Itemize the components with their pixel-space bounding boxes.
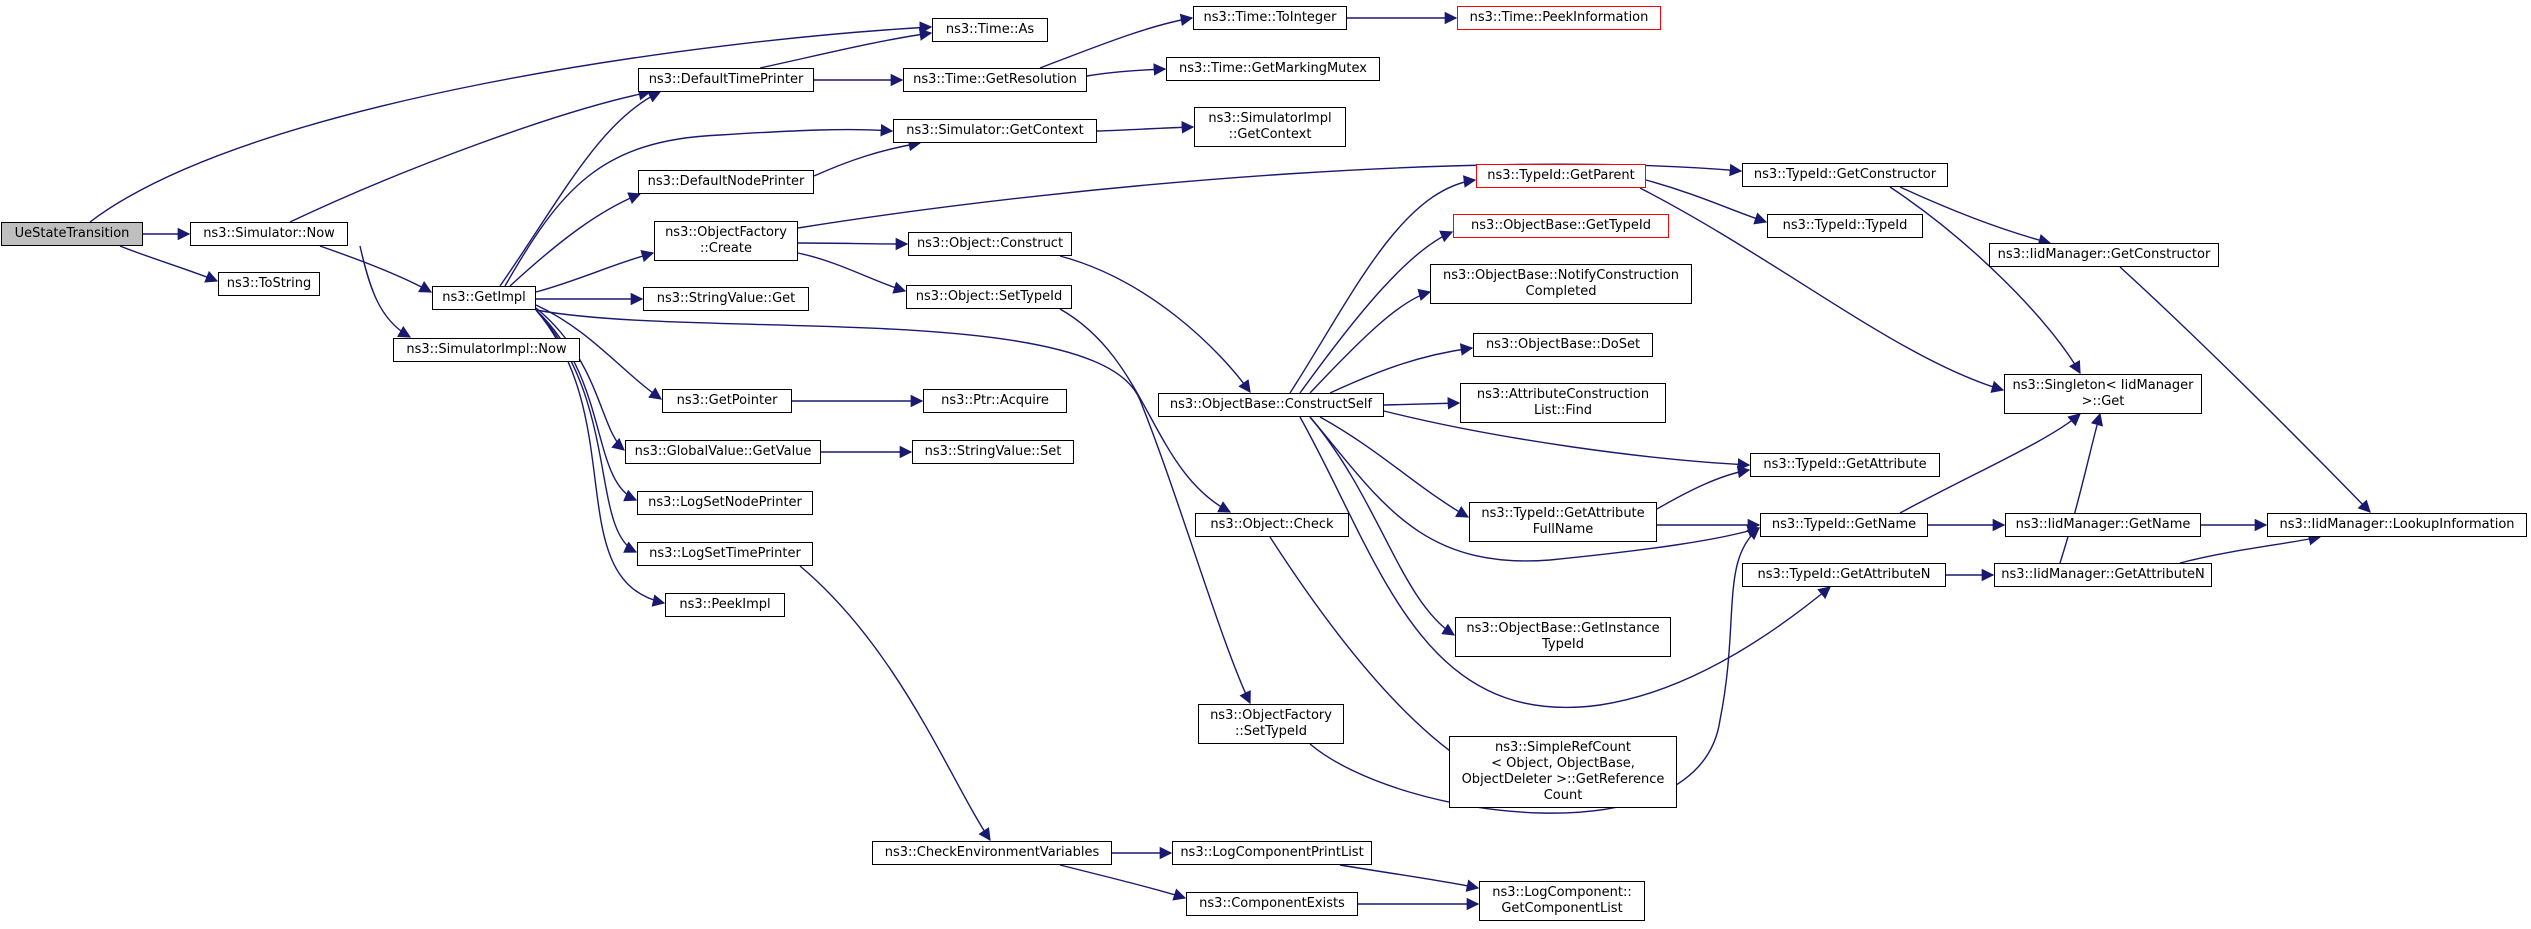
edge-objsettypeid-objcheck (1059, 308, 1232, 513)
edge-getres-tointeger (1039, 13, 1194, 69)
node-checkenvironmentvariables[interactable]: ns3::CheckEnvironmentVariables (872, 841, 1112, 865)
edge-objcheck-simplerefcount (1269, 536, 1472, 766)
edge-getimpl-deftimeprinter (499, 91, 662, 287)
node-logsettimeprinter[interactable]: ns3::LogSetTimePrinter (637, 542, 813, 566)
edge-getimpl-lognode (535, 309, 638, 502)
node-time-getmarkingmutex[interactable]: ns3::Time::GetMarkingMutex (1166, 57, 1380, 81)
node-uestatetransition: UeStateTransition (1, 222, 143, 246)
node-objectbase-constructself[interactable]: ns3::ObjectBase::ConstructSelf (1158, 393, 1384, 417)
node-peekimpl[interactable]: ns3::PeekImpl (665, 593, 785, 617)
node-time-tointeger[interactable]: ns3::Time::ToInteger (1193, 6, 1347, 30)
edge-simnow-deftimeprinter (289, 88, 652, 223)
node-typeid-typeid[interactable]: ns3::TypeId::TypeId (1767, 214, 1923, 238)
node-iidmanager-getconstructor[interactable]: ns3::IidManager::GetConstructor (1989, 243, 2219, 267)
edge-getres-markmutex (1086, 63, 1167, 77)
node-componentexists[interactable]: ns3::ComponentExists (1186, 892, 1358, 916)
edge-constructself-notifyconst (1309, 288, 1432, 394)
node-stringvalue-get[interactable]: ns3::StringValue::Get (643, 287, 809, 311)
node-typeid-getattributefullname[interactable]: ns3::TypeId::GetAttribute FullName (1469, 502, 1657, 542)
edge-objfactcreate-objsettypeid (797, 252, 907, 294)
edge-constructself-gettypeid (1299, 230, 1454, 394)
edge-getimpl-globalget (535, 307, 625, 451)
node-objectfactory-settypeid[interactable]: ns3::ObjectFactory ::SetTypeId (1198, 704, 1344, 744)
node-getimpl[interactable]: ns3::GetImpl (432, 286, 536, 310)
node-getpointer[interactable]: ns3::GetPointer (662, 389, 792, 413)
node-objectbase-gettypeid[interactable]: ns3::ObjectBase::GetTypeId (1453, 214, 1669, 238)
node-simulatorimpl-getcontext[interactable]: ns3::SimulatorImpl ::GetContext (1194, 107, 1346, 147)
edge-getimpl-objfactcreate (535, 249, 655, 293)
node-typeid-getparent[interactable]: ns3::TypeId::GetParent (1476, 164, 1646, 188)
node-time-as[interactable]: ns3::Time::As (932, 18, 1048, 42)
node-iidmanager-getattributen[interactable]: ns3::IidManager::GetAttributeN (1994, 563, 2212, 587)
node-typeid-getattribute[interactable]: ns3::TypeId::GetAttribute (1750, 453, 1940, 477)
edge-constructself-getattrn (1299, 416, 1831, 708)
node-objectfactory-create[interactable]: ns3::ObjectFactory ::Create (654, 221, 798, 261)
node-simulator-getcontext[interactable]: ns3::Simulator::GetContext (893, 119, 1097, 143)
edge-logtime-checkenv (799, 565, 991, 842)
edge-getparent-typeidtypeid (1645, 179, 1768, 225)
edge-objconstruct-constructself (1059, 255, 1251, 394)
edge-iidgetattrn-singletonget (2059, 412, 2104, 564)
node-simulatorimpl-now[interactable]: ns3::SimulatorImpl::Now (393, 338, 580, 362)
edge-getconstructor-singletonget (1889, 186, 2081, 375)
edge-simnow-getimpl (319, 245, 433, 293)
edge-constructself-doset (1329, 343, 1474, 394)
edge-objfactsettypeid-getname (1309, 527, 1760, 814)
node-singleton-iidmanager-get[interactable]: ns3::Singleton< IidManager >::Get (2004, 374, 2202, 414)
node-object-check[interactable]: ns3::Object::Check (1195, 513, 1349, 537)
edge-getcontext-simimplctx (1096, 121, 1195, 134)
node-simplerefcount-getreferencecount[interactable]: ns3::SimpleRefCount < Object, ObjectBase… (1449, 736, 1677, 808)
edge-iidgetattrn-iidlookup (2179, 533, 2322, 564)
node-defaultnodeprinter[interactable]: ns3::DefaultNodePrinter (638, 170, 814, 194)
edge-defnodeprinter-getcontext (813, 138, 922, 177)
node-typeid-getname[interactable]: ns3::TypeId::GetName (1760, 513, 1928, 537)
edge-uestate-timeas (89, 21, 933, 223)
edge-getparent-singletonget (1639, 187, 2005, 393)
edge-checkenv-compexists (1059, 864, 1187, 901)
edge-getimpl-defnodeprinter (509, 192, 642, 287)
edge-getconstructor-iidgetconst (1899, 186, 2052, 247)
edge-constructself-attrfind (1383, 397, 1461, 410)
node-object-settypeid[interactable]: ns3::Object::SetTypeId (906, 285, 1072, 309)
node-tostring[interactable]: ns3::ToString (218, 272, 320, 296)
edge-constructself-getattrfull (1319, 416, 1470, 518)
node-logcomponentprintlist[interactable]: ns3::LogComponentPrintList (1172, 841, 1372, 865)
edge-uestate-tostring (119, 245, 219, 283)
node-simulator-now[interactable]: ns3::Simulator::Now (190, 222, 348, 246)
edge-objfactcreate-objconstruct (797, 237, 909, 251)
node-logcomponent-getcomponentlist[interactable]: ns3::LogComponent:: GetComponentList (1479, 881, 1645, 921)
node-iidmanager-getname[interactable]: ns3::IidManager::GetName (2005, 513, 2201, 537)
node-defaulttimeprinter[interactable]: ns3::DefaultTimePrinter (638, 68, 814, 92)
edge-getname-singletonget (1899, 413, 2081, 514)
edge-constructself-getinsttypeid (1309, 416, 1456, 636)
edge-getimpl-objfactsettypeid (535, 309, 1251, 705)
edge-getimpl-getpointer (535, 304, 663, 400)
node-globalvalue-getvalue[interactable]: ns3::GlobalValue::GetValue (625, 440, 821, 464)
edge-getattrfull-getattribute (1656, 465, 1751, 510)
node-ptr-acquire[interactable]: ns3::Ptr::Acquire (923, 389, 1067, 413)
edge-constructself-getattribute (1383, 410, 1751, 471)
node-objectbase-getinstancetypeid[interactable]: ns3::ObjectBase::GetInstance TypeId (1455, 617, 1671, 657)
node-time-peekinformation[interactable]: ns3::Time::PeekInformation (1457, 6, 1661, 30)
node-attributeconstructionlist-find[interactable]: ns3::AttributeConstruction List::Find (1460, 383, 1666, 423)
edge-getimpl-getcontext (504, 123, 894, 287)
node-iidmanager-lookupinformation[interactable]: ns3::IidManager::LookupInformation (2267, 513, 2527, 537)
node-logsetnodeprinter[interactable]: ns3::LogSetNodePrinter (637, 491, 813, 515)
node-typeid-getconstructor[interactable]: ns3::TypeId::GetConstructor (1742, 163, 1948, 187)
edge-simnow-simimplnow (359, 245, 412, 338)
edge-constructself-getparent (1289, 175, 1477, 394)
node-objectbase-notifyconstructioncompleted[interactable]: ns3::ObjectBase::NotifyConstruction Comp… (1430, 264, 1692, 304)
node-typeid-getattributen[interactable]: ns3::TypeId::GetAttributeN (1742, 563, 1946, 587)
node-time-getresolution[interactable]: ns3::Time::GetResolution (903, 68, 1087, 92)
edge-constructself-getname (1309, 416, 1761, 562)
edge-logprintlist-getcomplist (1339, 864, 1480, 892)
edge-iidgetconst-iidlookup (2119, 266, 2371, 513)
node-object-construct[interactable]: ns3::Object::Construct (908, 232, 1072, 256)
edge-deftimeprinter-timeas (759, 28, 933, 69)
node-objectbase-doset[interactable]: ns3::ObjectBase::DoSet (1473, 333, 1653, 357)
node-stringvalue-set[interactable]: ns3::StringValue::Set (912, 440, 1074, 464)
